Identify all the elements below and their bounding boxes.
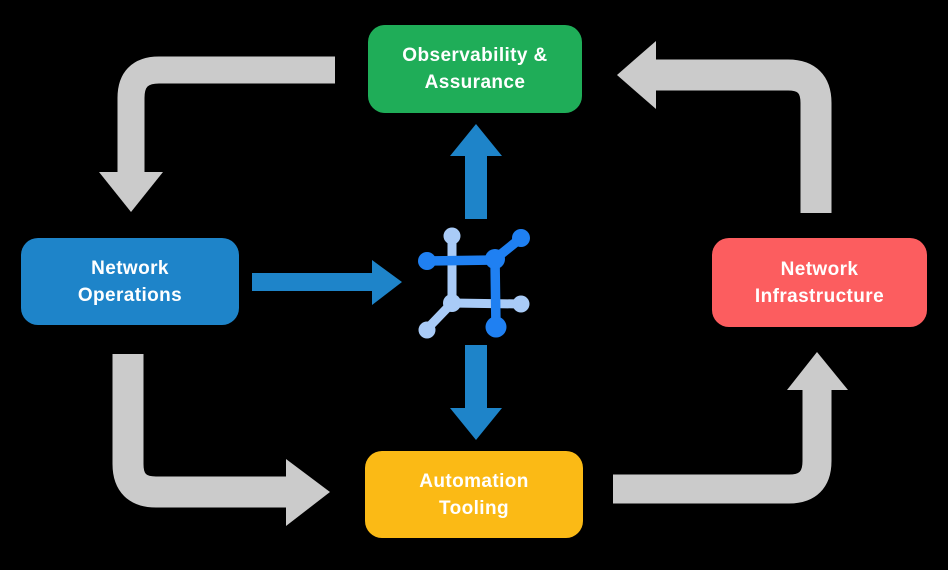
network-icon-dark-strokes (418, 229, 530, 338)
arrow-observability-to-operations (99, 56, 335, 212)
arrow-operations-to-automation (112, 354, 330, 526)
node-network-operations: Network Operations (21, 238, 239, 325)
arrow-infrastructure-to-observability (617, 41, 832, 213)
node-network-infrastructure-label: Network Infrastructure (754, 258, 885, 307)
node-automation-tooling-label: Automation Tooling (419, 470, 529, 519)
arrow-center-to-observability (450, 124, 502, 219)
node-network-infrastructure: Network Infrastructure (712, 238, 927, 327)
node-network-operations-label: Network Operations (77, 257, 183, 306)
node-observability-assurance: Observability & Assurance (368, 25, 582, 113)
network-icon-light-strokes (418, 227, 530, 339)
node-observability-assurance-label: Observability & Assurance (402, 45, 548, 93)
node-automation-tooling: Automation Tooling (365, 451, 583, 538)
arrow-center-to-automation (450, 345, 502, 440)
arrow-operations-to-center (252, 260, 402, 305)
arrow-automation-to-infrastructure (613, 352, 848, 504)
network-automation-icon (418, 227, 530, 339)
